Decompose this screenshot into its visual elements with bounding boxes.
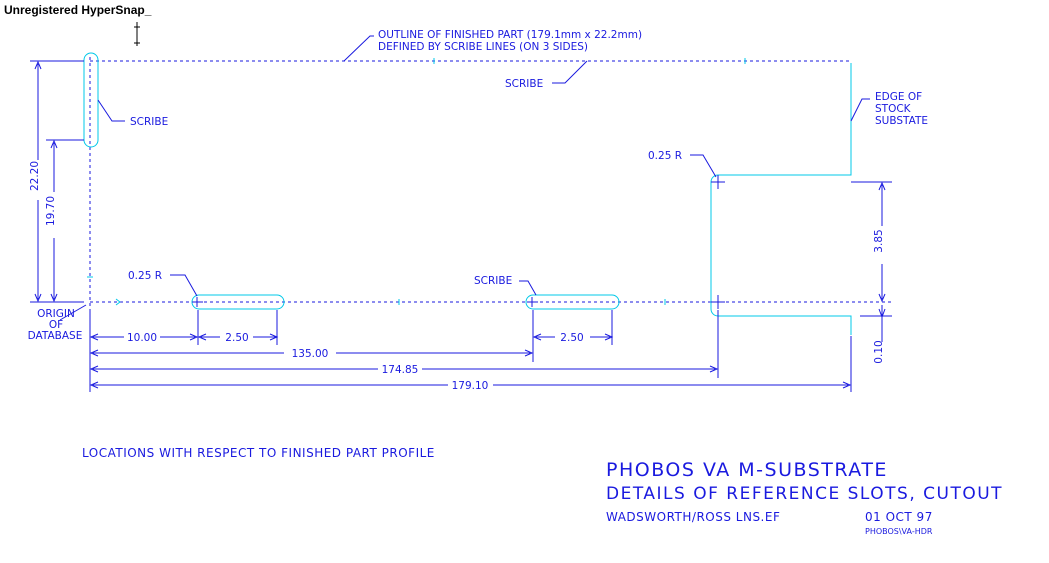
slot-1 (191, 294, 285, 310)
dim-slot1-x: 10.00 (127, 332, 157, 344)
leader-lines (59, 35, 870, 321)
watermark-cursor-icon (134, 22, 140, 46)
slot-2 (525, 294, 620, 310)
scribe-lines (89, 57, 892, 310)
dim-height-slot: 19.70 (45, 196, 57, 226)
title-block-subtitle: DETAILS OF REFERENCE SLOTS, CUTOUT (606, 484, 1003, 504)
outline-note-line1: OUTLINE OF FINISHED PART (179.1mm x 22.2… (378, 29, 642, 41)
title-block-file: PHOBOS\VA-HDR (865, 527, 933, 536)
left-vertical-slot (83, 52, 99, 148)
title-block-title: PHOBOS VA M-SUBSTRATE (606, 459, 888, 481)
dim-cutout-offset: 0.10 (873, 340, 885, 363)
watermark-text: Unregistered HyperSnap_ (4, 3, 152, 17)
edge-label-line1: EDGE OF (875, 91, 922, 103)
edge-label-line2: STOCK (875, 103, 912, 115)
scribe-tick-marks (87, 58, 746, 306)
origin-label-line1: ORIGIN (37, 308, 75, 320)
edge-label-line3: SUBSTATE (875, 115, 928, 127)
radius-label-left: 0.25 R (128, 270, 162, 282)
dim-slot2-x: 135.00 (292, 348, 329, 360)
dim-cutout-x: 174.85 (382, 364, 419, 376)
crosshair-markers (192, 175, 725, 309)
dimension-lines (30, 60, 892, 392)
title-block-date: 01 OCT 97 (865, 510, 933, 524)
cutout (710, 63, 852, 335)
dim-slot2-width: 2.50 (560, 332, 583, 344)
scribe-label-mid: SCRIBE (474, 275, 512, 287)
origin-label-line2: OF (49, 319, 63, 331)
dim-part-width: 179.10 (452, 380, 489, 392)
scribe-label-left: SCRIBE (130, 116, 168, 128)
dim-height-total: 22.20 (29, 161, 41, 191)
dim-slot1-width: 2.50 (225, 332, 248, 344)
outline-note-line2: DEFINED BY SCRIBE LINES (ON 3 SIDES) (378, 41, 588, 53)
radius-label-right: 0.25 R (648, 150, 682, 162)
dim-cutout-height: 3.85 (873, 229, 885, 252)
title-block-authors: WADSWORTH/ROSS LNS.EF (606, 510, 780, 524)
locations-note: LOCATIONS WITH RESPECT TO FINISHED PART … (82, 446, 435, 460)
origin-label-line3: DATABASE (28, 330, 83, 342)
scribe-label-top: SCRIBE (505, 78, 543, 90)
dimension-arrowheads (34, 60, 886, 389)
